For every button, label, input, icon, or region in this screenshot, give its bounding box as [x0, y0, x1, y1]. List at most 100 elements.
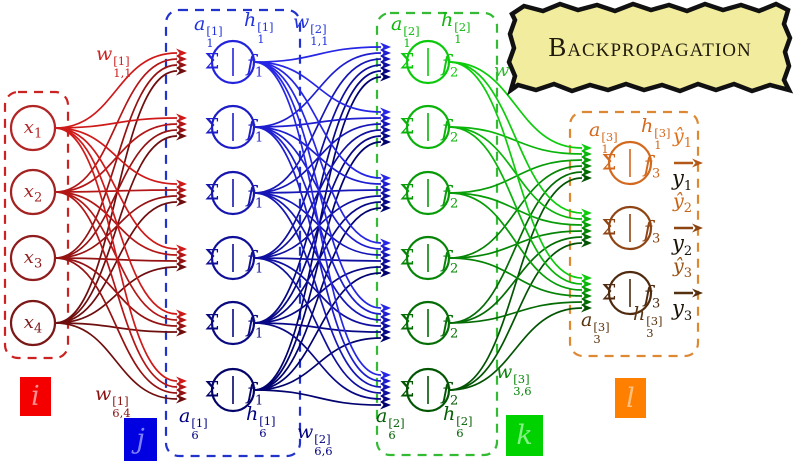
arrowhead-icon	[176, 315, 187, 325]
index-box-k: k	[506, 415, 543, 456]
connection-wire	[448, 230, 583, 259]
arrowhead-icon	[380, 388, 391, 398]
arrowhead-icon	[176, 131, 187, 141]
connection-wire	[253, 272, 382, 391]
arrowhead-icon	[380, 173, 391, 183]
sum-symbol: Σ	[204, 245, 220, 270]
activation-symbol: f2	[441, 183, 459, 212]
activation-label-h6-l1: h[1]6	[246, 403, 276, 441]
connection-wire	[448, 61, 583, 149]
hidden2-layer-box	[375, 11, 499, 457]
connection-wire	[253, 189, 382, 194]
connection-wire	[54, 257, 178, 394]
arrowhead-icon	[581, 161, 592, 171]
connection-wire	[54, 127, 178, 185]
arrowhead-icon	[176, 48, 187, 58]
connection-wire	[54, 322, 178, 400]
connection-wire	[253, 117, 382, 128]
prediction-label-yhat2: ŷ2	[673, 190, 693, 216]
arrowhead-icon	[176, 185, 187, 195]
connection-wire	[253, 70, 382, 324]
connection-wire	[253, 195, 382, 259]
activation-symbol: f3	[643, 153, 661, 182]
arrowhead-icon	[581, 303, 592, 313]
activation-symbol: f3	[643, 218, 661, 247]
connection-wire	[448, 242, 583, 391]
sum-symbol: Σ	[399, 377, 415, 402]
connection-wire	[253, 322, 382, 333]
arrowhead-icon	[380, 250, 391, 260]
activation-symbol: f1	[246, 52, 264, 81]
connection-wire	[448, 165, 583, 259]
activation-label-h1-l2: h[2]1	[441, 9, 471, 47]
connection-wire	[253, 46, 382, 63]
connection-wire	[448, 307, 583, 391]
arrowhead-icon	[176, 382, 187, 392]
arrowhead-icon	[581, 208, 592, 218]
sum-symbol: Σ	[204, 49, 220, 74]
arrowhead-icon	[692, 223, 703, 233]
connection-wire	[448, 171, 583, 324]
connection-wire	[54, 64, 178, 259]
arrowhead-icon	[380, 394, 391, 404]
arrowhead-icon	[380, 54, 391, 64]
index-box-i: i	[20, 377, 51, 416]
sum-symbol: Σ	[204, 377, 220, 402]
arrowhead-icon	[692, 288, 703, 298]
arrowhead-icon	[380, 333, 391, 343]
connection-wire	[54, 123, 178, 193]
arrowhead-icon	[380, 244, 391, 254]
activation-symbol: f1	[246, 313, 264, 342]
activation-symbol: f2	[441, 117, 459, 146]
arrowhead-icon	[176, 327, 187, 337]
weight-label-w66-l2: w[2]6,6	[297, 421, 333, 459]
arrowhead-icon	[380, 179, 391, 189]
connection-wire	[448, 301, 583, 324]
sum-symbol: Σ	[204, 180, 220, 205]
input-node	[9, 299, 57, 347]
arrowhead-icon	[581, 173, 592, 183]
connection-wire	[253, 61, 382, 179]
sum-symbol: Σ	[204, 310, 220, 335]
target-label-y3: y3	[672, 296, 693, 325]
arrowhead-icon	[176, 309, 187, 319]
activation-label-h1-l1: h[1]1	[244, 9, 274, 47]
index-box-l: l	[615, 378, 646, 418]
activation-label-a3-l3: a[3]3	[581, 309, 610, 347]
arrowhead-icon	[380, 382, 391, 392]
arrowhead-icon	[176, 66, 187, 76]
sum-symbol: Σ	[399, 245, 415, 270]
connection-wire	[448, 236, 583, 324]
arrowhead-icon	[176, 256, 187, 266]
connection-wire	[253, 58, 382, 194]
arrowhead-icon	[380, 197, 391, 207]
connection-wire	[253, 123, 382, 194]
activation-label-a1-l2: a[2]1	[391, 13, 420, 51]
arrowhead-icon	[581, 226, 592, 236]
activation-symbol: f1	[246, 248, 264, 277]
activation-label-a6-l2: a[2]6	[376, 405, 405, 443]
arrowhead-icon	[380, 256, 391, 266]
connection-wire	[448, 192, 583, 226]
connection-wire	[253, 76, 382, 391]
weight-label-peek-l3: w	[494, 60, 510, 81]
activation-symbol: f1	[246, 183, 264, 212]
arrowhead-icon	[176, 125, 187, 135]
arrowhead-icon	[581, 273, 592, 283]
arrowhead-icon	[380, 119, 391, 129]
arrowhead-icon	[176, 321, 187, 331]
arrowhead-icon	[176, 119, 187, 129]
sum-symbol: Σ	[601, 150, 617, 175]
sum-symbol: Σ	[399, 49, 415, 74]
arrowhead-icon	[581, 285, 592, 295]
connection-wire	[253, 61, 382, 309]
weight-label-w36-l3: w[3]3,6	[496, 361, 532, 399]
arrowhead-icon	[380, 137, 391, 147]
arrowhead-icon	[380, 107, 391, 117]
connection-wire	[54, 266, 178, 324]
connection-wire	[54, 127, 178, 382]
connection-wire	[54, 201, 178, 324]
activation-symbol: f2	[441, 380, 459, 409]
connection-wire	[54, 135, 178, 324]
